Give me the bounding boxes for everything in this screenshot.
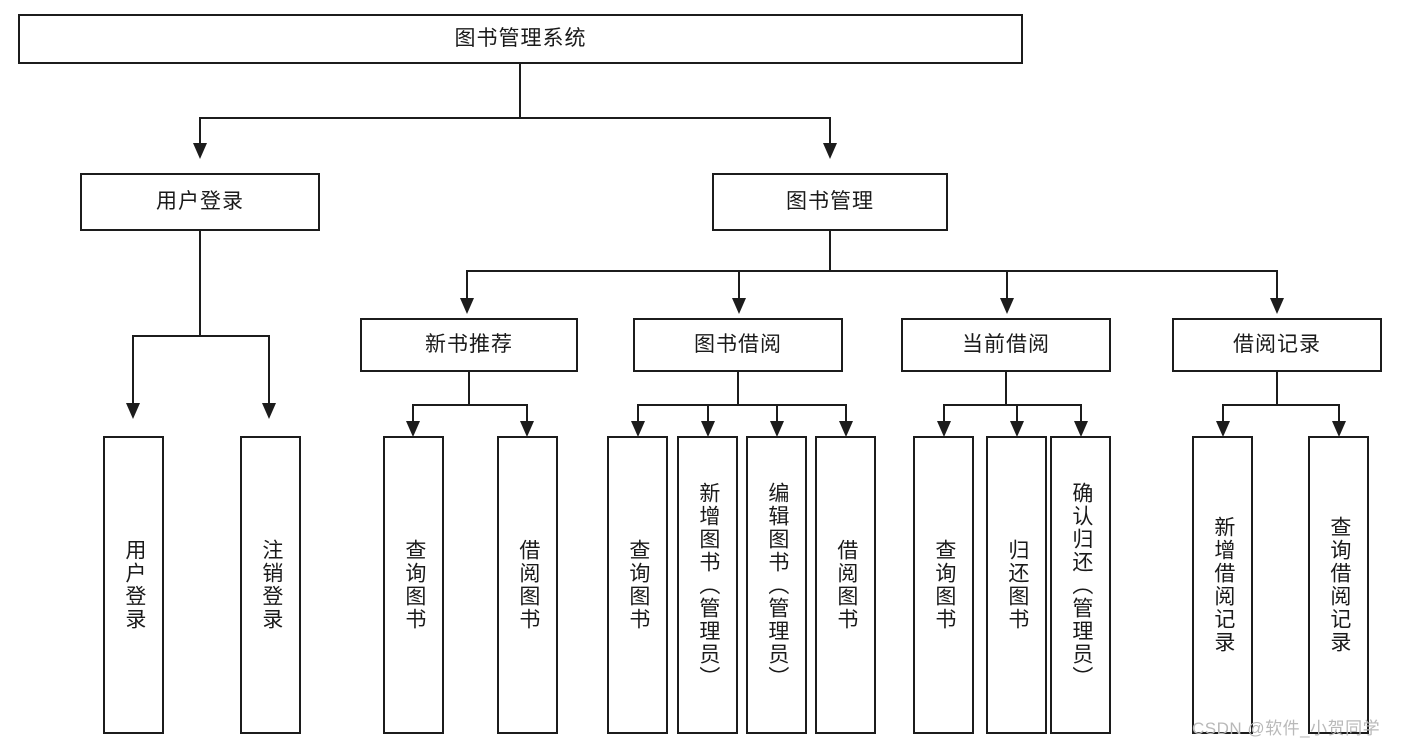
edge-br-drop-1 (1222, 404, 1224, 424)
edge-bb-bus (637, 404, 845, 406)
edge-bb-drop-4 (845, 404, 847, 424)
arrow-nbr-leaf-2 (520, 421, 534, 437)
arrow-to-book-management (823, 143, 837, 159)
leaf-cb-return-book[interactable]: 归还图书 (986, 436, 1047, 734)
node-label: 归还图书 (1005, 539, 1029, 631)
node-label: 查询图书 (402, 539, 426, 631)
node-current-borrow[interactable]: 当前借阅 (901, 318, 1111, 372)
node-label: 确认归还（管理员） (1069, 481, 1093, 689)
leaf-br-query-record[interactable]: 查询借阅记录 (1308, 436, 1369, 734)
edge-user-login-drop-1 (132, 335, 134, 405)
node-root-book-management-system[interactable]: 图书管理系统 (18, 14, 1023, 64)
edge-user-login-bus (132, 335, 268, 337)
leaf-user-login-logout[interactable]: 注销登录 (240, 436, 301, 734)
node-user-login[interactable]: 用户登录 (80, 173, 320, 231)
edge-user-login-stem (199, 231, 201, 336)
edge-bm-drop-1 (466, 270, 468, 300)
edge-bm-drop-4 (1276, 270, 1278, 300)
edge-root-to-book-management (829, 117, 831, 145)
edge-bb-stem (737, 372, 739, 406)
arrow-to-user-login (193, 143, 207, 159)
edge-br-drop-2 (1338, 404, 1340, 424)
arrow-cb-leaf-2 (1010, 421, 1024, 437)
edge-nbr-drop-2 (526, 404, 528, 424)
leaf-nbr-query-book[interactable]: 查询图书 (383, 436, 444, 734)
csdn-watermark: CSDN @软件_小贺同学 (1192, 719, 1381, 738)
node-label: 当前借阅 (962, 333, 1050, 357)
leaf-cb-confirm-return-admin[interactable]: 确认归还（管理员） (1050, 436, 1111, 734)
node-label: 图书管理系统 (454, 27, 587, 51)
node-book-borrow[interactable]: 图书借阅 (633, 318, 843, 372)
edge-cb-drop-1 (943, 404, 945, 424)
edge-cb-stem (1005, 372, 1007, 406)
node-label: 新增借阅记录 (1211, 516, 1235, 654)
edge-nbr-drop-1 (412, 404, 414, 424)
leaf-bb-query-book[interactable]: 查询图书 (607, 436, 668, 734)
edge-bm-drop-3 (1006, 270, 1008, 300)
node-label: 注销登录 (259, 539, 283, 631)
arrow-bb-leaf-1 (631, 421, 645, 437)
arrow-br-leaf-1 (1216, 421, 1230, 437)
edge-root-bus (199, 117, 831, 119)
leaf-bb-borrow-book[interactable]: 借阅图书 (815, 436, 876, 734)
edge-nbr-bus (412, 404, 526, 406)
arrow-to-book-borrow (732, 298, 746, 314)
node-label: 编辑图书（管理员） (765, 481, 789, 689)
edge-cb-bus (943, 404, 1080, 406)
edge-br-stem (1276, 372, 1278, 406)
node-label: 查询借阅记录 (1327, 516, 1351, 654)
edge-user-login-drop-2 (268, 335, 270, 405)
edge-bb-drop-3 (776, 404, 778, 424)
edge-nbr-stem (468, 372, 470, 406)
leaf-bb-edit-book-admin[interactable]: 编辑图书（管理员） (746, 436, 807, 734)
arrow-cb-leaf-1 (937, 421, 951, 437)
leaf-br-add-record[interactable]: 新增借阅记录 (1192, 436, 1253, 734)
leaf-bb-add-book-admin[interactable]: 新增图书（管理员） (677, 436, 738, 734)
edge-book-management-bus (466, 270, 1278, 272)
edge-book-management-stem (829, 231, 831, 272)
leaf-user-login-login[interactable]: 用户登录 (103, 436, 164, 734)
arrow-nbr-leaf-1 (406, 421, 420, 437)
node-label: 用户登录 (156, 190, 244, 214)
node-label: 借阅记录 (1233, 333, 1321, 357)
edge-cb-drop-2 (1016, 404, 1018, 424)
edge-br-bus (1222, 404, 1338, 406)
arrow-user-login-leaf-1 (126, 403, 140, 419)
edge-bm-drop-2 (738, 270, 740, 300)
node-label: 新书推荐 (425, 333, 513, 357)
arrow-to-borrow-record (1270, 298, 1284, 314)
node-borrow-record[interactable]: 借阅记录 (1172, 318, 1382, 372)
node-label: 图书借阅 (694, 333, 782, 357)
arrow-to-new-book-recommend (460, 298, 474, 314)
edge-root-to-user-login (199, 117, 201, 145)
node-label: 借阅图书 (834, 539, 858, 631)
node-label: 新增图书（管理员） (696, 481, 720, 689)
node-new-book-recommend[interactable]: 新书推荐 (360, 318, 578, 372)
leaf-nbr-borrow-book[interactable]: 借阅图书 (497, 436, 558, 734)
edge-bb-drop-1 (637, 404, 639, 424)
arrow-cb-leaf-3 (1074, 421, 1088, 437)
node-label: 图书管理 (786, 190, 874, 214)
node-label: 用户登录 (122, 539, 146, 631)
arrow-br-leaf-2 (1332, 421, 1346, 437)
node-label: 查询图书 (626, 539, 650, 631)
arrow-user-login-leaf-2 (262, 403, 276, 419)
leaf-cb-query-book[interactable]: 查询图书 (913, 436, 974, 734)
arrow-bb-leaf-2 (701, 421, 715, 437)
edge-bb-drop-2 (707, 404, 709, 424)
arrow-bb-leaf-4 (839, 421, 853, 437)
node-label: 借阅图书 (516, 539, 540, 631)
edge-cb-drop-3 (1080, 404, 1082, 424)
arrow-to-current-borrow (1000, 298, 1014, 314)
arrow-bb-leaf-3 (770, 421, 784, 437)
node-book-management[interactable]: 图书管理 (712, 173, 948, 231)
node-label: 查询图书 (932, 539, 956, 631)
edge-root-stem (519, 64, 521, 118)
